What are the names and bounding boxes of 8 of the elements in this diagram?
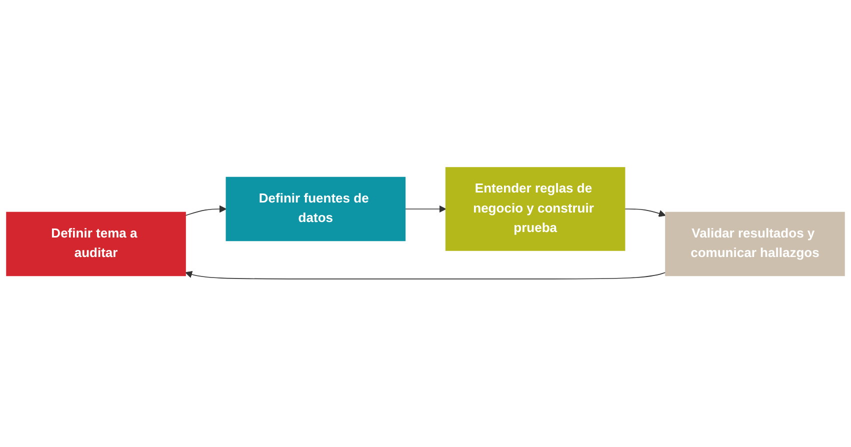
node-box: Definir fuentes de datos — [226, 177, 406, 242]
arrow — [624, 208, 666, 218]
arrow — [185, 271, 666, 280]
node-box: Definir tema a auditar — [6, 212, 186, 276]
node-box: Validar resultados y comunicar hallazgos — [665, 212, 845, 276]
node-box: Entender reglas de negocio y construir prueba — [445, 167, 626, 252]
arrow — [185, 206, 227, 216]
arrow — [404, 206, 446, 213]
